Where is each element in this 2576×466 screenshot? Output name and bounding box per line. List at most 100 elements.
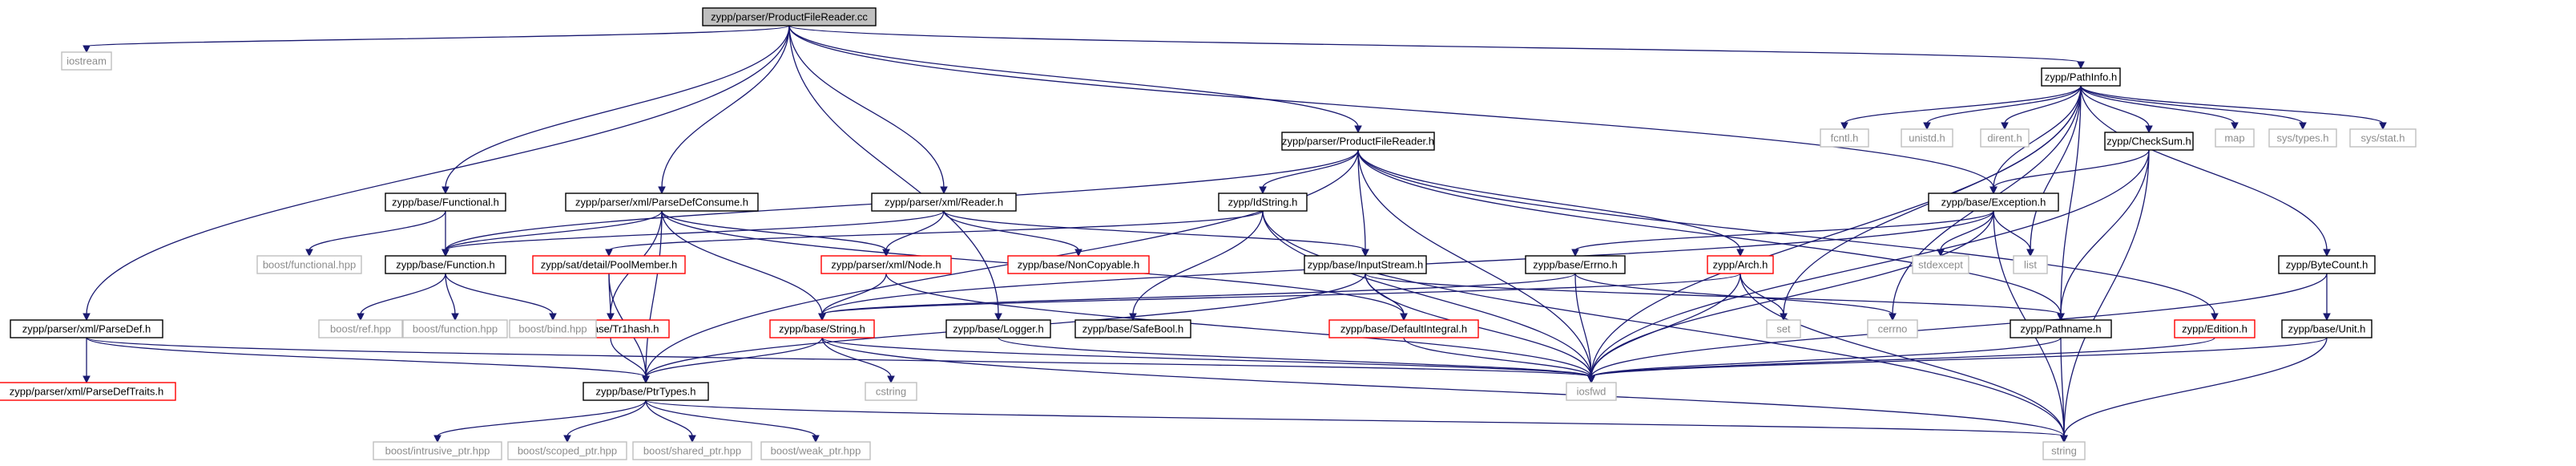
arrowhead-xmlreader-to-noncopyable bbox=[1074, 249, 1082, 257]
node-label-functional: zypp/base/Functional.h bbox=[392, 196, 499, 208]
node-box-safebool bbox=[1074, 319, 1191, 338]
node-box-list bbox=[2013, 255, 2048, 274]
node-xmlreader[interactable]: zypp/parser/xml/Reader.h bbox=[871, 192, 1017, 212]
arrowhead-pathinfo-to-bytecount bbox=[2323, 249, 2331, 257]
edge-root-to-functional bbox=[445, 25, 790, 188]
node-label-string_h: zypp/base/String.h bbox=[779, 322, 865, 334]
node-exception[interactable]: zypp/base/Exception.h bbox=[1928, 192, 2059, 212]
node-bytecount[interactable]: zypp/ByteCount.h bbox=[2278, 255, 2376, 274]
node-box-boostfunction bbox=[402, 319, 508, 338]
arrowhead-ptrtypes-to-stdstring bbox=[2060, 435, 2068, 444]
node-string_h[interactable]: zypp/base/String.h bbox=[769, 319, 875, 338]
edge-inputstream-to-pathname bbox=[1365, 273, 2062, 315]
edge-string_h-to-stdstring bbox=[821, 337, 2065, 437]
node-label-boostfunction: boost/function.hpp bbox=[413, 322, 498, 334]
edge-pathinfo-to-unistd bbox=[1926, 85, 2082, 124]
node-label-pfr_h: zypp/parser/ProductFileReader.h bbox=[1282, 135, 1434, 147]
edge-errno-to-string_h bbox=[821, 273, 1576, 315]
node-ptrtypes[interactable]: zypp/base/PtrTypes.h bbox=[583, 382, 709, 401]
arrowhead-ptrtypes-to-weak bbox=[812, 435, 820, 444]
edge-pathname-to-iosfwd bbox=[1590, 337, 2062, 378]
node-label-bytecount: zypp/ByteCount.h bbox=[2286, 258, 2368, 270]
node-label-noncopyable: zypp/base/NonCopyable.h bbox=[1018, 258, 1140, 270]
node-unit[interactable]: zypp/base/Unit.h bbox=[2281, 319, 2372, 338]
arrowhead-idstring-to-poolmember bbox=[605, 249, 613, 257]
node-box-scoped bbox=[507, 441, 627, 460]
node-pfr_h[interactable]: zypp/parser/ProductFileReader.h bbox=[1281, 132, 1435, 151]
node-parsedeftraits[interactable]: zypp/parser/xml/ParseDefTraits.h bbox=[0, 382, 176, 401]
arrowhead-pathinfo-to-unistd bbox=[1923, 122, 1931, 131]
node-list: list bbox=[2013, 255, 2048, 274]
edge-unit-to-iosfwd bbox=[1590, 337, 2328, 378]
arrowhead-function-to-boostbind bbox=[549, 313, 557, 322]
arrowhead-pathinfo-to-systypes bbox=[2299, 122, 2307, 131]
node-box-set bbox=[1766, 319, 1801, 338]
node-logger[interactable]: zypp/base/Logger.h bbox=[945, 319, 1051, 338]
node-box-boostfunctional bbox=[256, 255, 362, 274]
node-errno[interactable]: zypp/base/Errno.h bbox=[1525, 255, 1626, 274]
node-safebool[interactable]: zypp/base/SafeBool.h bbox=[1074, 319, 1191, 338]
edge-errno-to-iosfwd bbox=[1574, 273, 1592, 378]
edge-defaultintegral-to-iosfwd bbox=[1403, 337, 1592, 378]
node-root[interactable]: zypp/parser/ProductFileReader.cc bbox=[702, 7, 877, 26]
node-inputstream[interactable]: zypp/base/InputStream.h bbox=[1304, 255, 1427, 274]
arrowhead-xmlreader-to-function bbox=[441, 249, 449, 257]
edge-ptrtypes-to-shared bbox=[645, 399, 693, 437]
node-label-pathname: zypp/Pathname.h bbox=[2020, 322, 2101, 334]
node-idstring[interactable]: zypp/IdString.h bbox=[1218, 192, 1308, 212]
node-checksum[interactable]: zypp/CheckSum.h bbox=[2104, 132, 2194, 151]
edge-pathinfo-to-map bbox=[2080, 85, 2235, 124]
node-box-parsedef bbox=[10, 319, 163, 338]
node-arch[interactable]: zypp/Arch.h bbox=[1707, 255, 1774, 274]
node-boostbind: boost/bind.hpp bbox=[509, 319, 597, 338]
node-parsedefconsume[interactable]: zypp/parser/xml/ParseDefConsume.h bbox=[565, 192, 759, 212]
arrowhead-function-to-boostref bbox=[357, 313, 365, 322]
node-edition[interactable]: zypp/Edition.h bbox=[2174, 319, 2256, 338]
node-box-parsedefconsume bbox=[565, 192, 759, 212]
edge-root-to-exception bbox=[788, 25, 1994, 188]
edge-ptrtypes-to-stdstring bbox=[645, 399, 2065, 437]
edge-root-to-pfr_h bbox=[788, 25, 1359, 128]
edge-pathinfo-to-pathname bbox=[2060, 85, 2082, 315]
edge-pathinfo-to-dirent bbox=[2004, 85, 2082, 124]
node-parsedef[interactable]: zypp/parser/xml/ParseDef.h bbox=[10, 319, 163, 338]
node-poolmember[interactable]: zypp/sat/detail/PoolMember.h bbox=[532, 255, 686, 274]
arrowhead-parsedef-to-iosfwd bbox=[1587, 375, 1595, 384]
node-box-boostref bbox=[318, 319, 403, 338]
arrowhead-root-to-parsedef bbox=[83, 313, 91, 322]
node-function[interactable]: zypp/base/Function.h bbox=[385, 255, 506, 274]
arrowhead-pathinfo-to-sysstat bbox=[2379, 122, 2387, 131]
node-box-weak bbox=[760, 441, 871, 460]
node-label-boostbind: boost/bind.hpp bbox=[518, 322, 587, 334]
arrowhead-root-to-xmlreader bbox=[940, 186, 948, 195]
edge-checksum-to-iosfwd bbox=[1590, 149, 2150, 378]
node-systypes: sys/types.h bbox=[2268, 128, 2337, 148]
node-defaultintegral[interactable]: zypp/base/DefaultIntegral.h bbox=[1328, 319, 1479, 338]
edge-root-to-parsedefconsume bbox=[661, 25, 790, 188]
node-boostref: boost/ref.hpp bbox=[318, 319, 403, 338]
node-box-sysstat bbox=[2349, 128, 2417, 148]
arrowhead-root-to-logger bbox=[994, 313, 1002, 322]
arrowhead-pfr_h-to-arch bbox=[1736, 249, 1744, 257]
node-functional[interactable]: zypp/base/Functional.h bbox=[385, 192, 506, 212]
edge-parsedefconsume-to-ptrtypes bbox=[645, 210, 663, 378]
arrowhead-root-to-pfr_h bbox=[1354, 125, 1362, 134]
edge-pfr_h-to-idstring bbox=[1262, 149, 1359, 188]
node-label-ptrtypes: zypp/base/PtrTypes.h bbox=[595, 385, 695, 397]
node-iostream: iostream bbox=[61, 51, 112, 71]
edge-pfr_h-to-iosfwd bbox=[1357, 149, 1592, 378]
arrowhead-parsedef-to-parsedeftraits bbox=[83, 375, 91, 384]
edge-xmlnode-to-string_h bbox=[821, 273, 887, 315]
edge-parsedefconsume-to-string_h bbox=[661, 210, 823, 315]
node-box-pathname bbox=[2010, 319, 2112, 338]
node-xmlnode[interactable]: zypp/parser/xml/Node.h bbox=[820, 255, 952, 274]
arrowhead-function-to-boostfunction bbox=[451, 313, 459, 322]
node-noncopyable[interactable]: zypp/base/NonCopyable.h bbox=[1007, 255, 1150, 274]
node-pathinfo[interactable]: zypp/PathInfo.h bbox=[2041, 67, 2121, 87]
node-pathname[interactable]: zypp/Pathname.h bbox=[2010, 319, 2112, 338]
edge-arch-to-string_h bbox=[821, 273, 1741, 315]
edge-arch-to-stdstring bbox=[1740, 273, 2065, 437]
edge-pathinfo-to-sysstat bbox=[2080, 85, 2384, 124]
edge-pathinfo-to-checksum bbox=[2080, 85, 2150, 128]
edge-pathinfo-to-systypes bbox=[2080, 85, 2304, 124]
